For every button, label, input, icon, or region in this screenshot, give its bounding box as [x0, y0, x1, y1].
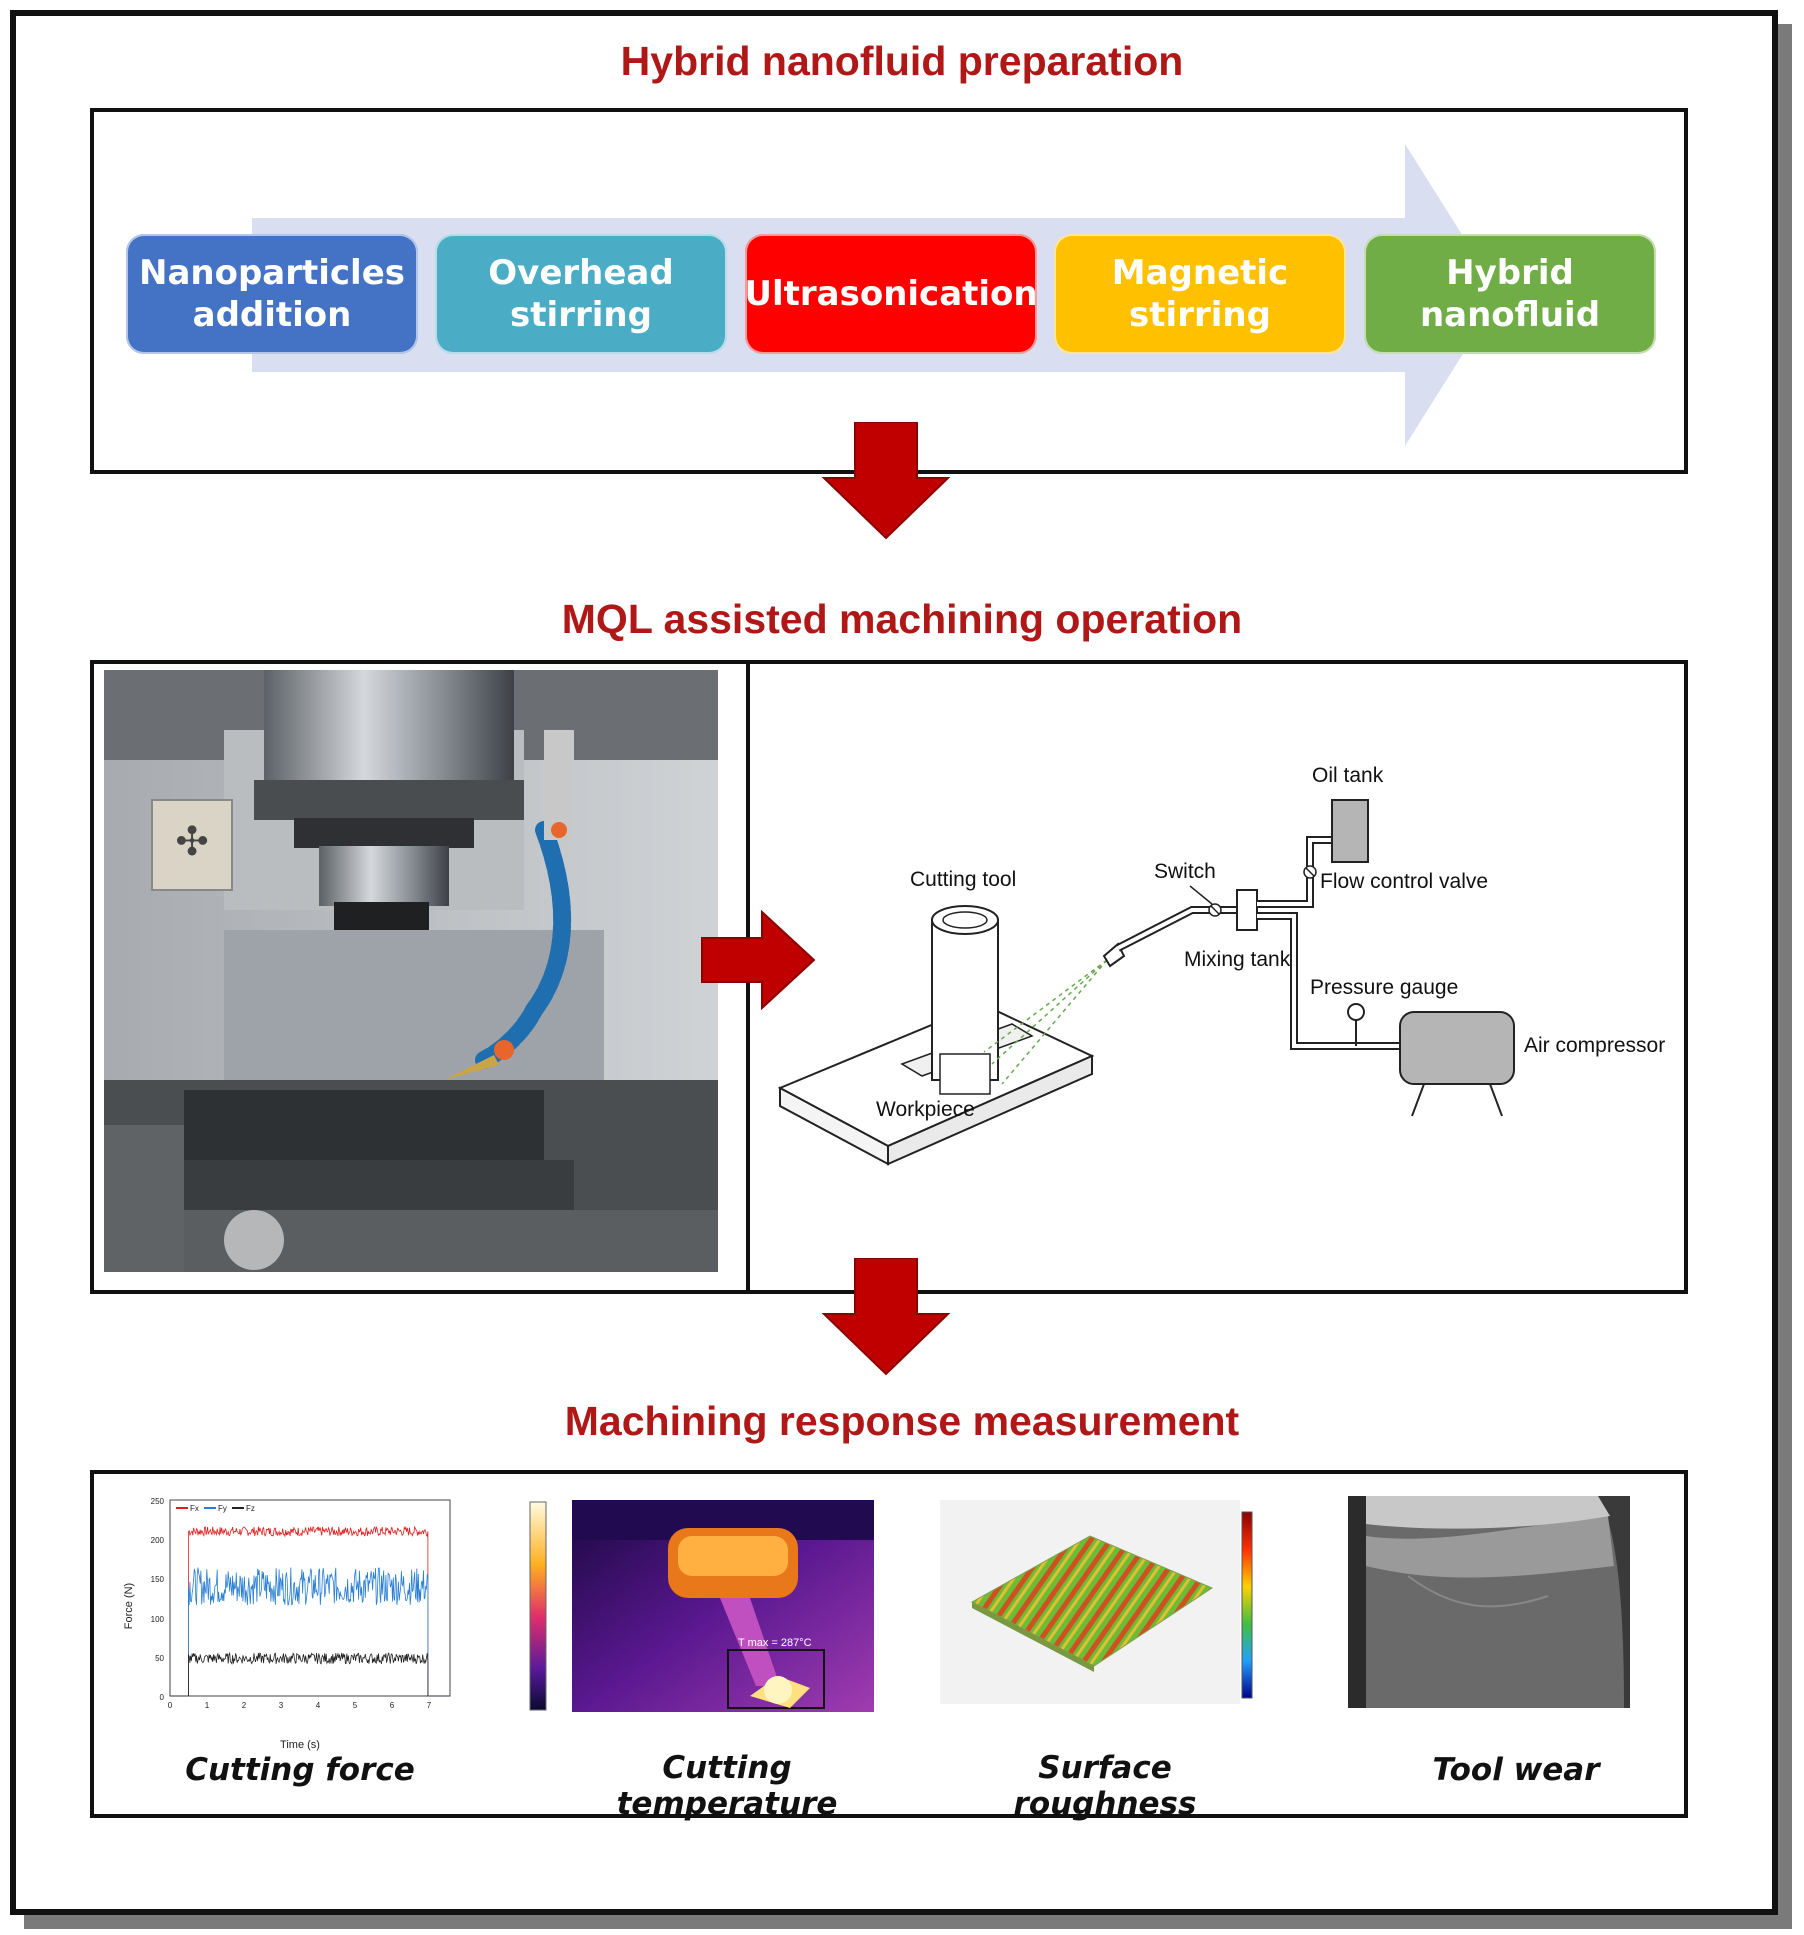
label-mixing-tank: Mixing tank — [1184, 948, 1291, 971]
svg-text:2: 2 — [242, 1701, 247, 1710]
svg-text:0: 0 — [160, 1693, 165, 1702]
label-oil-tank: Oil tank — [1312, 764, 1384, 787]
force-x-ticks: 0 1 2 3 4 5 6 7 — [168, 1701, 432, 1710]
label-air-compressor: Air compressor — [1524, 1034, 1665, 1057]
caption-tool-wear: Tool wear — [1432, 1752, 1600, 1788]
down-arrow-2 — [821, 1258, 951, 1376]
caption-cutting-temperature: Cutting temperature — [616, 1750, 838, 1822]
force-y-label: Force (N) — [123, 1583, 135, 1629]
force-legend: Fx Fy Fz — [176, 1504, 255, 1513]
svg-text:Fz: Fz — [246, 1504, 255, 1513]
svg-text:6: 6 — [390, 1701, 395, 1710]
mql-schematic: Cutting tool Workpiece Switch Mixing tan… — [777, 764, 1665, 1166]
cutting-force-plot: Force (N) Time (s) 250 200 150 100 50 0 … — [123, 1497, 451, 1751]
right-arrow — [701, 910, 816, 1010]
svg-text:250: 250 — [151, 1497, 165, 1506]
step-overhead-stirring: Overhead stirring — [435, 234, 727, 354]
force-x-label: Time (s) — [280, 1739, 320, 1751]
force-y-ticks: 250 200 150 100 50 0 — [151, 1497, 165, 1702]
label-pressure-gauge: Pressure gauge — [1310, 976, 1458, 999]
section-title-measurement: Machining response measurement — [564, 1398, 1240, 1444]
thermal-image: T max = 287°C — [529, 1500, 874, 1712]
caption-surface-roughness: Surface roughness — [1013, 1750, 1197, 1822]
svg-text:Fy: Fy — [218, 1504, 227, 1513]
tool-wear-micrograph — [1348, 1496, 1630, 1708]
svg-text:50: 50 — [155, 1654, 164, 1663]
down-arrow-1 — [821, 422, 951, 540]
svg-text:7: 7 — [427, 1701, 432, 1710]
force-series-fz — [170, 1651, 450, 1697]
machine-photo: ✣ — [104, 670, 718, 1272]
step-hybrid-nanofluid: Hybrid nanofluid — [1364, 234, 1656, 354]
svg-text:150: 150 — [151, 1575, 165, 1584]
section-title-preparation: Hybrid nanofluid preparation — [620, 38, 1184, 84]
label-workpiece: Workpiece — [876, 1098, 975, 1121]
svg-text:1: 1 — [205, 1701, 210, 1710]
svg-text:100: 100 — [151, 1615, 165, 1624]
step-nanoparticles-addition: Nanoparticles addition — [126, 234, 418, 354]
step-magnetic-stirring: Magnetic stirring — [1054, 234, 1346, 354]
label-flow-control-valve: Flow control valve — [1320, 870, 1488, 893]
force-series-fx — [170, 1525, 450, 1697]
step-ultrasonication: Ultrasonication — [744, 234, 1038, 354]
caption-cutting-force: Cutting force — [185, 1752, 415, 1788]
thermal-annotation: T max = 287°C — [738, 1637, 812, 1649]
svg-text:5: 5 — [353, 1701, 358, 1710]
svg-text:Fx: Fx — [190, 1504, 199, 1513]
label-cutting-tool: Cutting tool — [910, 868, 1016, 891]
surface-roughness-map — [940, 1500, 1253, 1704]
svg-text:200: 200 — [151, 1536, 165, 1545]
svg-text:0: 0 — [168, 1701, 173, 1710]
svg-text:✣: ✣ — [175, 820, 209, 864]
force-series-fy — [170, 1567, 450, 1697]
section-title-mql: MQL assisted machining operation — [561, 596, 1243, 642]
svg-text:3: 3 — [279, 1701, 284, 1710]
svg-text:4: 4 — [316, 1701, 321, 1710]
label-switch: Switch — [1154, 860, 1216, 883]
